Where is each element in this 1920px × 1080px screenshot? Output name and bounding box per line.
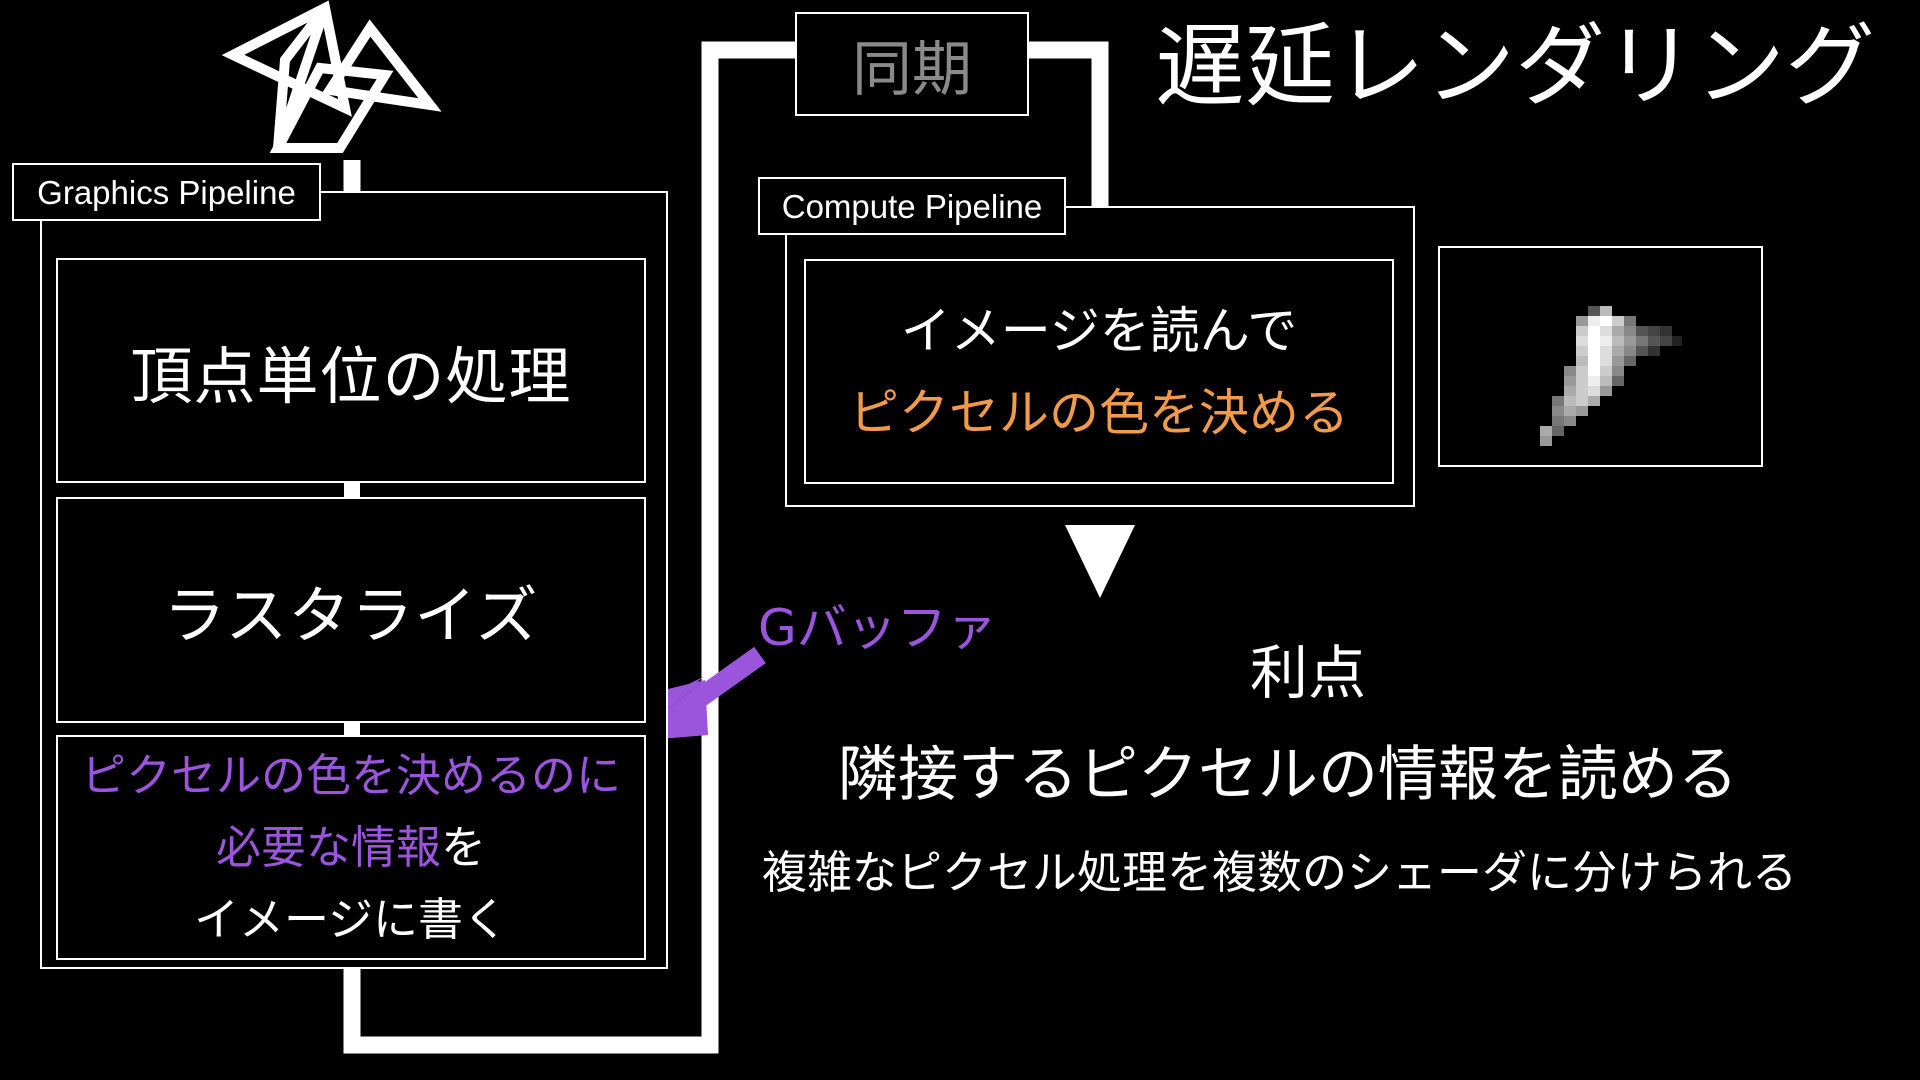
- stage-connector: [344, 480, 360, 502]
- slide-title: 遅延レンダリング: [1155, 14, 1875, 119]
- stage-raster-label: ラスタライズ: [163, 579, 539, 652]
- pixel-preview-drawing: [1540, 306, 1682, 446]
- pixel-stage-line3: イメージに書く: [193, 892, 509, 946]
- sync-label: 同期: [852, 34, 972, 105]
- stage-pixel-write: ピクセルの色を決めるのに 必要な情報を イメージに書く: [56, 735, 646, 960]
- graphics-pipeline-label: Graphics Pipeline: [12, 163, 321, 221]
- merits-heading: 利点: [1250, 639, 1367, 707]
- stage-vertex-label: 頂点単位の処理: [130, 339, 572, 413]
- pixel-stage-line1: ピクセルの色を決めるのに: [80, 748, 621, 802]
- stage-rasterize: ラスタライズ: [56, 497, 646, 723]
- stage-connector: [344, 720, 360, 738]
- gbuffer-label: Gバッファ: [758, 599, 997, 657]
- pixel-stage-line2: 必要な情報を: [216, 812, 486, 884]
- stage-vertex-processing: 頂点単位の処理: [56, 258, 646, 483]
- pixel-preview-image: [1438, 246, 1763, 467]
- sync-box: 同期: [795, 12, 1029, 116]
- merits-point-1: 隣接するピクセルの情報を読める: [838, 740, 1738, 810]
- compute-stage-line2: ピクセルの色を決める: [849, 383, 1349, 442]
- compute-stage: イメージを読んで ピクセルの色を決める: [804, 259, 1394, 484]
- flow-arrow-icon: [1065, 525, 1135, 598]
- pixel-stage-line2-rest: を: [441, 820, 487, 874]
- merits-point-2: 複雑なピクセル処理を複数のシェーダに分けられる: [762, 846, 1798, 899]
- compute-pipeline-label: Compute Pipeline: [758, 177, 1066, 235]
- pixel-stage-highlight: 必要な情報: [215, 820, 441, 874]
- triangle-mesh-icon: [221, 0, 442, 153]
- compute-stage-line1: イメージを読んで: [900, 301, 1298, 360]
